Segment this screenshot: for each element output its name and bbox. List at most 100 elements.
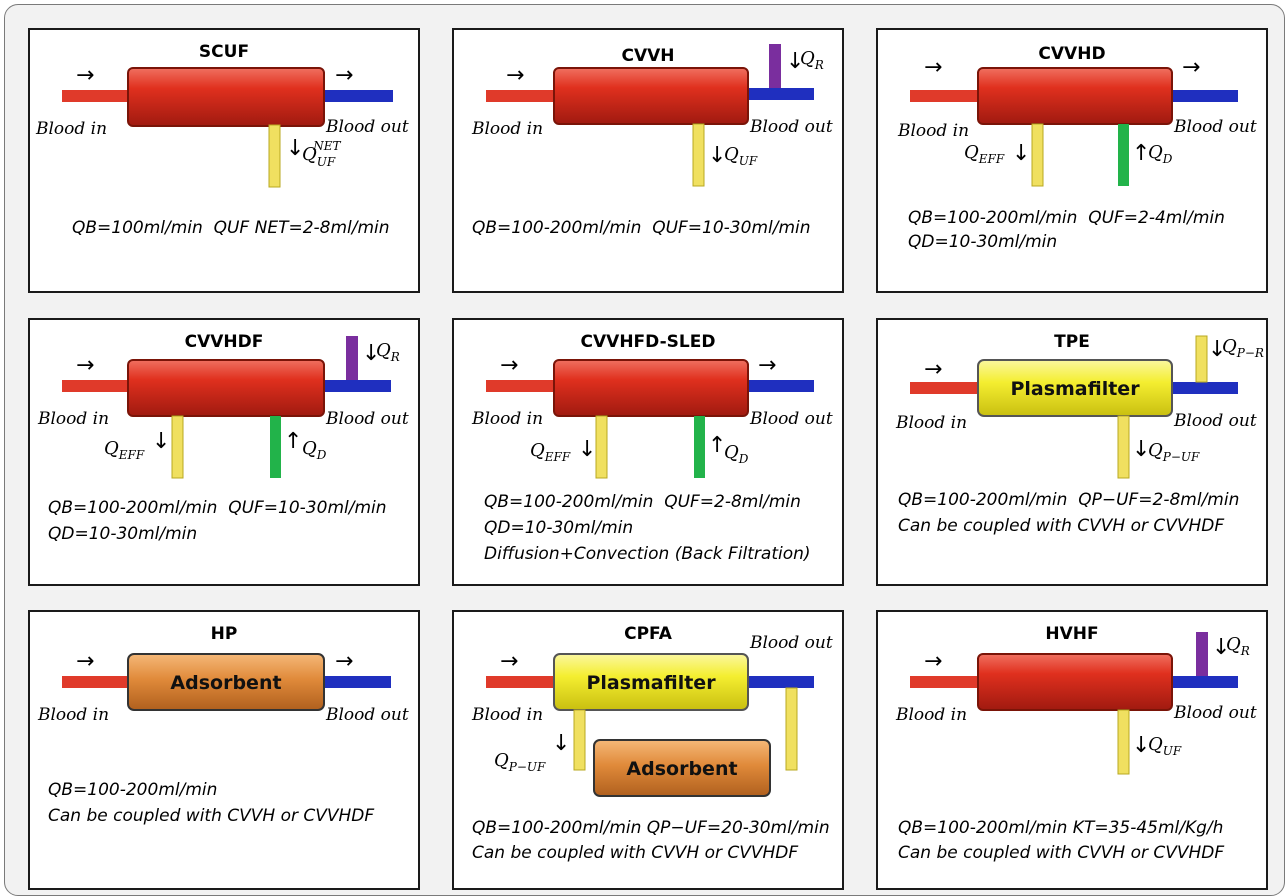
cvvhfd-sled-formula-2: QD=10-30ml/min — [484, 518, 634, 538]
hemofilter-body — [977, 653, 1173, 711]
hp-formula-2: Can be coupled with CVVH or CVVHDF — [48, 806, 375, 826]
adsorbent-label: Adsorbent — [170, 672, 281, 694]
hemofilter-body — [553, 67, 749, 125]
q-p-r-label: QP−R — [1222, 336, 1264, 360]
panel-title: TPE — [1054, 332, 1090, 352]
panel-cvvh: CVVH → ↓ QR Blood in Blood out ↓ QUF QB=… — [452, 28, 844, 293]
cpfa-diagram: Plasmafilter Adsorbent → Blood out Blood… — [471, 633, 833, 797]
blood-out-line — [746, 88, 814, 100]
q-d-label: QD — [724, 442, 749, 466]
blood-out-label: Blood out — [1173, 703, 1257, 723]
down-arrow-icon: ↓ — [708, 143, 726, 168]
cvvhfd-sled-formula-3: Diffusion+Convection (Back Filtration) — [484, 544, 811, 564]
hemofilter-body — [127, 67, 325, 127]
plasma-filtrate-line — [1117, 415, 1130, 479]
panel-title: HP — [210, 624, 238, 644]
down-arrow-icon: ↓ — [786, 49, 804, 74]
blood-in-label: Blood in — [37, 705, 109, 725]
blood-in-label: Blood in — [895, 705, 967, 725]
plasma-return-line — [785, 687, 798, 771]
blood-in-label: Blood in — [895, 413, 967, 433]
hvhf-formula-2: Can be coupled with CVVH or CVVHDF — [898, 843, 1225, 863]
hemofilter-body — [127, 359, 325, 417]
down-arrow-icon: ↓ — [286, 136, 304, 161]
ultrafiltrate-line — [268, 124, 281, 188]
q-d-label: QD — [1148, 142, 1173, 166]
panel-hvhf: HVHF → ↓ QR Blood in Blood out ↓ QUF QB=… — [876, 610, 1268, 890]
dialysate-line — [1118, 124, 1129, 186]
replacement-line — [1196, 632, 1208, 676]
down-arrow-icon: ↓ — [1212, 635, 1230, 660]
plasma-replacement-line — [1195, 335, 1208, 383]
blood-out-line — [323, 90, 393, 102]
ultrafiltrate-line — [1117, 709, 1130, 775]
adsorbent-label: Adsorbent — [626, 758, 737, 780]
flow-arrow-in-icon: → — [76, 353, 94, 378]
flow-arrow-in-icon: → — [76, 649, 94, 674]
blood-out-label: Blood out — [749, 117, 833, 137]
plasmafilter-body — [977, 359, 1173, 417]
q-eff-label: QEFF — [104, 438, 145, 462]
panel-title: CVVHD — [1038, 44, 1106, 64]
flow-arrow-in-icon: → — [924, 649, 942, 674]
blood-out-line — [1170, 382, 1238, 394]
q-eff-label: QEFF — [964, 142, 1005, 166]
q-p-uf-label: QP−UF — [1148, 440, 1200, 464]
down-arrow-icon: ↓ — [578, 437, 596, 462]
blood-out-label: Blood out — [1173, 411, 1257, 431]
q-d-label: QD — [302, 438, 327, 462]
cvvhdf-formula-2: QD=10-30ml/min — [48, 524, 198, 544]
blood-in-label: Blood in — [471, 705, 543, 725]
scuf-formula: QB=100ml/min QUF NET=2-8ml/min — [72, 218, 390, 238]
dialysate-line — [270, 416, 281, 478]
cvvh-formula: QB=100-200ml/min QUF=10-30ml/min — [472, 218, 811, 238]
q-r-label: QR — [800, 48, 824, 72]
blood-in-line — [486, 676, 558, 688]
down-arrow-icon: ↓ — [1132, 437, 1150, 462]
up-arrow-icon: ↑ — [284, 429, 302, 454]
effluent-line — [1031, 123, 1044, 187]
cvvhd-formula-1: QB=100-200ml/min QUF=2-4ml/min — [908, 208, 1225, 228]
cvvhdf-diagram: → ↓ QR Blood in Blood out QEFF ↓ ↑ QD — [37, 336, 409, 479]
blood-out-label: Blood out — [325, 117, 409, 137]
hemofilter-body — [553, 359, 749, 417]
blood-in-line — [486, 380, 558, 392]
down-arrow-icon: ↓ — [1208, 337, 1226, 362]
effluent-line — [595, 415, 608, 479]
blood-out-label: Blood out — [325, 705, 409, 725]
flow-arrow-in-icon: → — [500, 353, 518, 378]
replacement-line — [346, 336, 358, 380]
blood-out-label: Blood out — [749, 633, 833, 653]
replacement-line — [769, 44, 781, 88]
panel-cvvhdf: CVVHDF → ↓ QR Blood in Blood out QEFF ↓ … — [28, 318, 420, 586]
cvvh-diagram: → ↓ QR Blood in Blood out ↓ QUF — [471, 44, 833, 187]
blood-out-line — [1170, 676, 1238, 688]
down-arrow-icon: ↓ — [1132, 733, 1150, 758]
q-uf-net-label: QUFNET — [302, 139, 341, 169]
cvvhd-formula-2: QD=10-30ml/min — [908, 232, 1058, 252]
blood-in-line — [62, 380, 132, 392]
q-p-uf-label: QP−UF — [494, 750, 546, 774]
plasma-out-line — [573, 709, 586, 771]
flow-arrow-in-icon: → — [924, 55, 942, 80]
blood-in-line — [910, 90, 982, 102]
cvvhdf-formula-1: QB=100-200ml/min QUF=10-30ml/min — [48, 498, 387, 518]
cpfa-formula-1: QB=100-200ml/min QP−UF=20-30ml/min — [472, 818, 830, 838]
scuf-diagram: → → Blood in Blood out ↓ QUFNET — [35, 63, 409, 188]
flow-arrow-in-icon: → — [924, 357, 942, 382]
down-arrow-icon: ↓ — [362, 341, 380, 366]
cvvhfd-sled-formula-1: QB=100-200ml/min QUF=2-8ml/min — [484, 492, 801, 512]
hvhf-formula-1: QB=100-200ml/min KT=35-45ml/Kg/h — [898, 818, 1224, 838]
flow-arrow-in-icon: → — [500, 649, 518, 674]
q-r-label: QR — [1226, 634, 1250, 658]
flow-arrow-out-icon: → — [1182, 55, 1200, 80]
hvhf-diagram: → ↓ QR Blood in Blood out ↓ QUF — [895, 632, 1257, 775]
down-arrow-icon: ↓ — [152, 429, 170, 454]
blood-in-line — [910, 676, 982, 688]
cvvhfd-sled-diagram: → → Blood in Blood out QEFF ↓ ↑ QD — [471, 353, 833, 479]
up-arrow-icon: ↑ — [708, 433, 726, 458]
flow-arrow-out-icon: → — [758, 353, 776, 378]
panel-title: CPFA — [624, 624, 672, 644]
adsorbent-body — [127, 653, 325, 711]
effluent-line — [171, 415, 184, 479]
